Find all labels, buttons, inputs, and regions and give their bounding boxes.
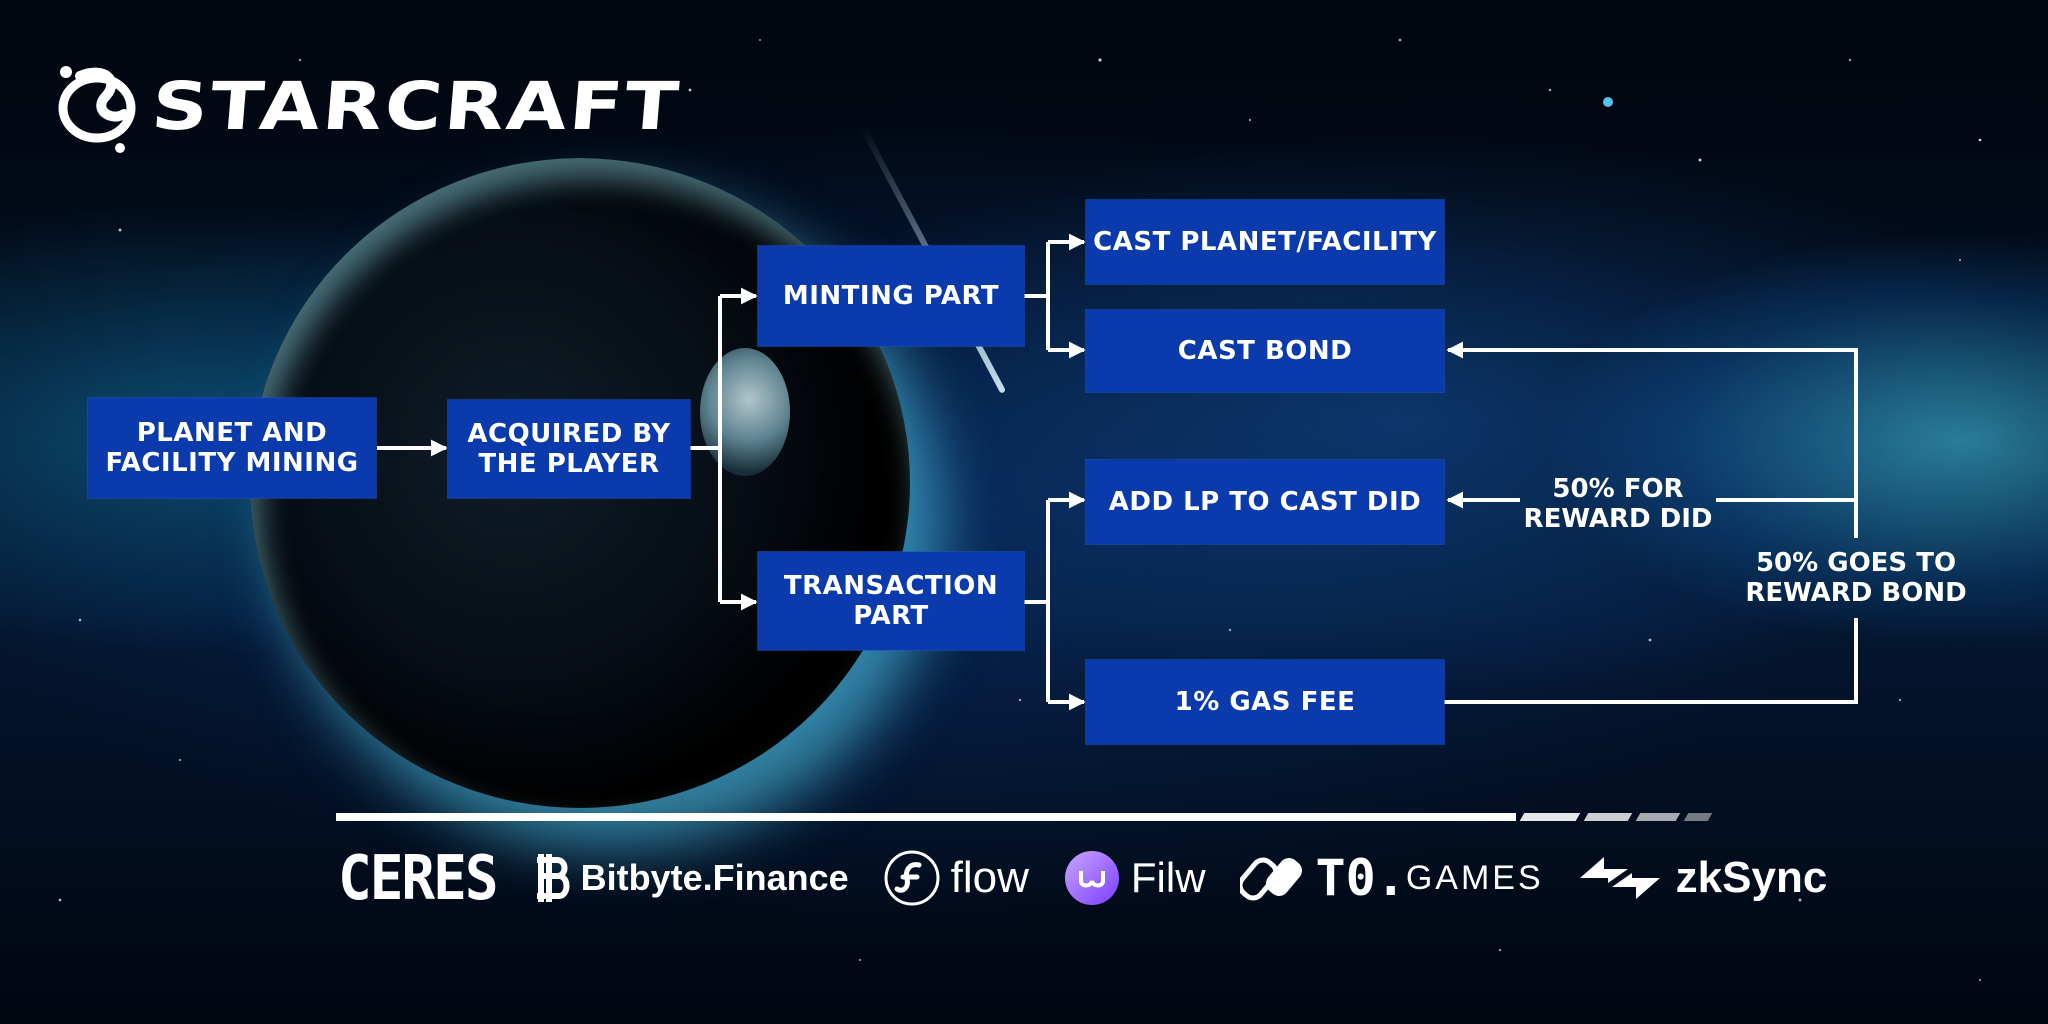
starcraft-logo-icon: [58, 66, 136, 153]
node-acquired-by-player: ACQUIRED BY THE PLAYER: [448, 400, 690, 498]
divider-segment: [1519, 813, 1581, 821]
node-planet-facility-mining: PLANET AND FACILITY MINING: [88, 398, 376, 498]
partner-games-name: GAMES: [1405, 858, 1544, 897]
node-minting-part: MINTING PART: [758, 246, 1024, 346]
moon-illustration: [700, 348, 790, 476]
partner-zksync: zkSync: [1578, 853, 1828, 903]
node-add-lp-to-cast-did-label: ADD LP TO CAST DID: [1108, 487, 1422, 517]
partner-filw: Filw: [1063, 849, 1206, 907]
zksync-icon: [1579, 857, 1660, 899]
partner-ceres: CERES: [338, 842, 499, 914]
partner-flow-name: flow: [950, 853, 1029, 902]
partner-t0-games: T0. GAMES: [1239, 849, 1544, 907]
divider-segment: [1583, 813, 1633, 821]
node-add-lp-to-cast-did: ADD LP TO CAST DID: [1086, 460, 1444, 544]
node-gas-fee: 1% GAS FEE: [1086, 660, 1444, 744]
partner-flow: flow: [883, 849, 1029, 907]
partner-ceres-name: CERES: [338, 842, 499, 914]
node-cast-bond-label: CAST BOND: [1177, 336, 1353, 366]
partner-t0-name: T0.: [1315, 849, 1406, 907]
brand-logo: STARCRAFT: [56, 56, 684, 156]
t0-games-icon: [1239, 857, 1302, 901]
label-reward-did: 50% FOR REWARD DID: [1523, 474, 1713, 534]
filw-icon: [1064, 851, 1119, 905]
partner-logos: CERES Bitbyte.Finance flow Filw: [338, 838, 1861, 918]
flow-icon: [884, 850, 940, 906]
node-acquired-by-player-label: ACQUIRED BY THE PLAYER: [467, 419, 671, 479]
line-gas-fee-out: [1444, 618, 1858, 704]
partner-divider: [336, 813, 1516, 821]
node-gas-fee-label: 1% GAS FEE: [1174, 687, 1356, 717]
node-cast-planet-facility: CAST PLANET/FACILITY: [1086, 200, 1444, 284]
divider-segment: [1635, 813, 1681, 821]
partner-filw-name: Filw: [1130, 854, 1206, 901]
node-planet-facility-mining-label: PLANET AND FACILITY MINING: [105, 418, 359, 478]
bitbyte-icon: [536, 854, 570, 902]
partner-bitbyte: Bitbyte.Finance: [531, 850, 849, 906]
node-minting-part-label: MINTING PART: [782, 281, 1000, 311]
node-cast-bond: CAST BOND: [1086, 310, 1444, 392]
arrow-to-cast-bond-reward: [1446, 341, 1858, 538]
divider-segment: [1683, 813, 1713, 821]
node-transaction-part-label: TRANSACTION PART: [783, 571, 999, 631]
partner-bitbyte-name: Bitbyte.Finance: [580, 857, 849, 898]
node-cast-planet-facility-label: CAST PLANET/FACILITY: [1093, 227, 1437, 257]
label-reward-bond: 50% GOES TO REWARD BOND: [1745, 548, 1967, 608]
partner-zksync-name: zkSync: [1675, 853, 1828, 902]
node-transaction-part: TRANSACTION PART: [758, 552, 1024, 650]
